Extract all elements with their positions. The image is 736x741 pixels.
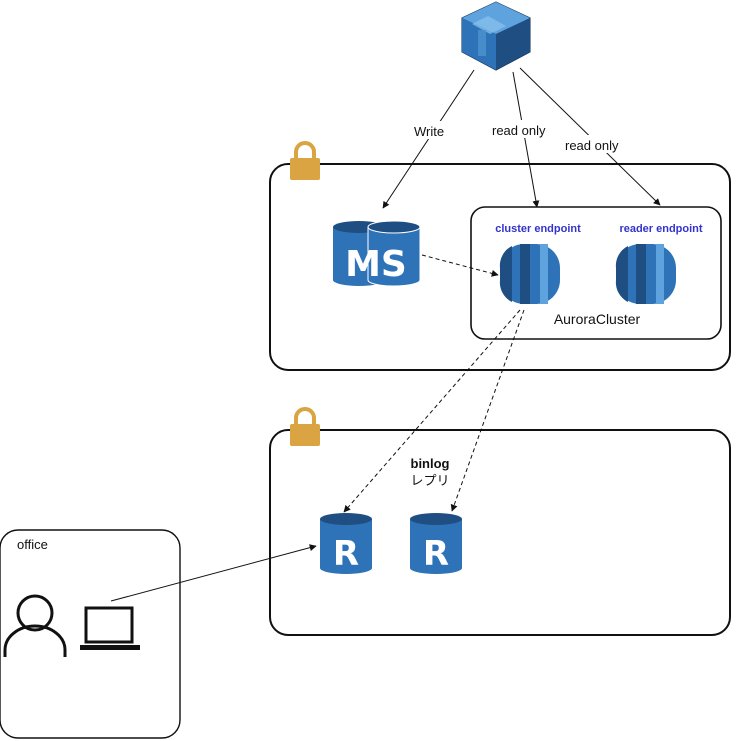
reader-endpoint-label: reader endpoint <box>619 223 702 235</box>
office-label: office <box>17 537 48 552</box>
replica-icon-letter: R <box>333 534 359 574</box>
replication-label: レプリ <box>410 473 449 488</box>
edge-ms-to-aurora <box>421 254 499 277</box>
edge-label-read-only: read only <box>565 138 619 153</box>
rds-replica-icon: R <box>320 513 372 574</box>
vpc-box-primary <box>269 163 731 371</box>
edge-label-read-only: read only <box>492 123 546 138</box>
lock-icon <box>290 141 320 180</box>
replica-icon-letter: R <box>423 534 449 574</box>
aurora-reader-endpoint-icon <box>615 244 676 304</box>
rds-replica-icon: R <box>410 513 462 574</box>
master-icon-letters: MS <box>345 244 407 285</box>
office-box <box>0 529 181 739</box>
application-cube-icon <box>461 1 531 71</box>
cluster-endpoint-label: cluster endpoint <box>495 223 581 235</box>
aurora-cluster-endpoint-icon <box>499 244 560 304</box>
rds-master-standby-icon: MS <box>333 220 421 287</box>
edge-binlog-replica-2 <box>450 309 525 512</box>
edge-label-write: Write <box>414 124 444 139</box>
edge-read-only-1 <box>512 71 540 208</box>
vpc-box-replica <box>269 429 731 636</box>
aurora-cluster-name: AuroraCluster <box>554 311 641 327</box>
lock-icon <box>290 407 320 446</box>
laptop-icon <box>80 606 140 650</box>
user-icon <box>3 594 67 657</box>
binlog-label: binlog <box>411 456 450 471</box>
aurora-cluster-box <box>470 206 722 340</box>
edge-binlog-replica-1 <box>343 309 521 513</box>
edge-office-to-replica <box>110 544 317 602</box>
